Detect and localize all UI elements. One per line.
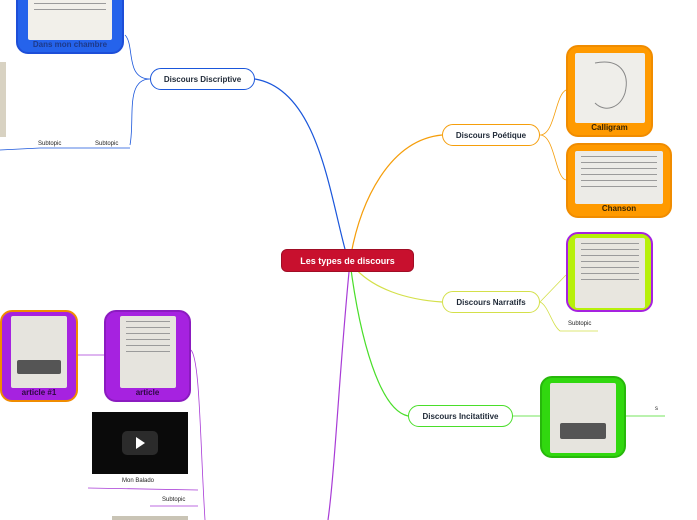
card-image — [575, 151, 663, 204]
card-incitatitive-image[interactable] — [540, 376, 626, 458]
video-caption: Mon Balado — [122, 478, 155, 484]
card-dans-ma-chambre[interactable]: Dans mon chambre — [16, 0, 124, 54]
card-article-1[interactable]: article #1 — [0, 310, 78, 402]
central-topic[interactable]: Les types de discours — [281, 249, 414, 272]
connector-poetique — [349, 134, 443, 261]
topic-discours-descriptive[interactable]: Discours Discriptive — [150, 68, 255, 90]
topic-discours-incitatitive[interactable]: Discours Incitatitive — [408, 405, 513, 427]
play-icon[interactable] — [122, 431, 158, 455]
connector-incitatitive — [349, 261, 409, 417]
partial-image-bottom — [112, 516, 188, 520]
connector-descriptive — [254, 78, 349, 261]
central-topic-label: Les types de discours — [300, 255, 395, 266]
connector-narratifs-children — [539, 274, 598, 332]
card-image — [574, 53, 645, 123]
connector-article-children — [78, 349, 206, 520]
calligram-drawing — [594, 61, 627, 109]
card-image — [119, 316, 176, 388]
subtopic-label[interactable]: Subtopic — [95, 141, 119, 147]
topic-label: Discours Poétique — [455, 130, 527, 140]
video-thumbnail[interactable] — [92, 412, 188, 474]
subtopic-label[interactable]: Subtopic — [38, 141, 62, 147]
card-caption: Chanson — [601, 204, 637, 213]
connector-descriptive-children — [0, 34, 151, 151]
card-chanson[interactable]: Chanson — [566, 143, 672, 218]
card-image — [11, 316, 67, 388]
subtopic-label[interactable]: Subtopic — [162, 497, 186, 503]
card-image — [550, 383, 616, 453]
topic-label: Discours Incitatitive — [422, 411, 499, 421]
card-narratif-image[interactable] — [566, 232, 653, 312]
partial-image-left — [0, 62, 6, 137]
subtopic-label[interactable]: Subtopic — [568, 321, 592, 327]
card-article[interactable]: article — [104, 310, 191, 402]
topic-label: Discours Narratifs — [456, 297, 526, 307]
card-caption: Dans mon chambre — [32, 40, 108, 49]
topic-discours-poetique[interactable]: Discours Poétique — [442, 124, 540, 146]
topic-discours-narratifs[interactable]: Discours Narratifs — [442, 291, 540, 313]
card-image — [574, 238, 645, 308]
card-caption: Calligram — [591, 123, 628, 132]
connector-poetique-children — [539, 89, 567, 181]
card-image — [28, 0, 112, 40]
card-caption: article #1 — [21, 388, 57, 397]
subtopic-s-label[interactable]: s — [655, 406, 658, 412]
card-caption: article — [135, 388, 160, 397]
connector-article — [327, 261, 351, 520]
card-calligram[interactable]: Calligram — [566, 45, 653, 137]
topic-label: Discours Discriptive — [163, 74, 242, 84]
